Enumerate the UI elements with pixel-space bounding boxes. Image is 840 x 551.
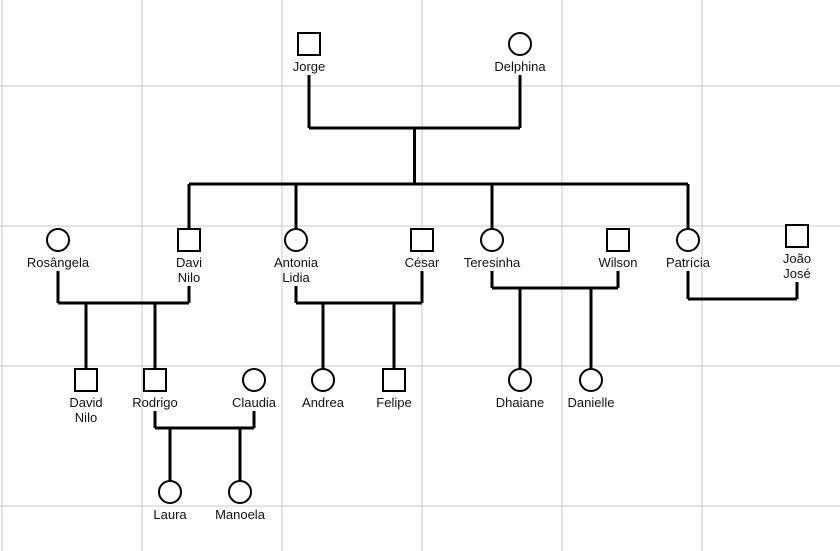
male-square-icon	[410, 228, 434, 252]
person-name-label: Rosângela	[27, 255, 90, 270]
person-claudia: Claudia	[232, 368, 277, 410]
male-square-icon	[297, 32, 321, 56]
person-jorge: Jorge	[293, 32, 326, 74]
person-name-label: Wilson	[598, 255, 637, 270]
male-square-icon	[785, 224, 809, 248]
person-name-label: Antonia	[274, 255, 319, 270]
female-circle-icon	[311, 368, 335, 392]
person-name-label: Felipe	[376, 395, 411, 410]
female-circle-icon	[46, 228, 70, 252]
female-circle-icon	[579, 368, 603, 392]
person-patricia: Patrícia	[666, 228, 711, 270]
person-name-label: David	[69, 395, 102, 410]
person-name-label: César	[405, 255, 440, 270]
person-name-label: Andrea	[302, 395, 345, 410]
male-square-icon	[606, 228, 630, 252]
person-name-label: Davi	[176, 255, 202, 270]
person-name-label: José	[783, 266, 810, 281]
female-circle-icon	[228, 480, 252, 504]
person-name-label: Lidia	[282, 270, 310, 285]
female-circle-icon	[676, 228, 700, 252]
person-name-label: João	[783, 251, 811, 266]
person-name-label: Manoela	[215, 507, 266, 522]
female-circle-icon	[284, 228, 308, 252]
person-name-label: Nilo	[75, 410, 97, 425]
person-name-label: Delphina	[494, 59, 546, 74]
person-name-label: Nilo	[178, 270, 200, 285]
person-rodrigo: Rodrigo	[132, 368, 178, 410]
person-dhaiane: Dhaiane	[496, 368, 544, 410]
person-delphina: Delphina	[494, 32, 546, 74]
person-name-label: Claudia	[232, 395, 277, 410]
male-square-icon	[74, 368, 98, 392]
person-name-label: Jorge	[293, 59, 326, 74]
person-felipe: Felipe	[376, 368, 412, 410]
person-cesar: César	[405, 228, 440, 270]
family-connectors	[56, 75, 799, 481]
person-name-label: Dhaiane	[496, 395, 544, 410]
person-rosangela: Rosângela	[27, 228, 90, 270]
female-circle-icon	[508, 368, 532, 392]
person-name-label: Laura	[153, 507, 187, 522]
female-circle-icon	[508, 32, 532, 56]
male-square-icon	[177, 228, 201, 252]
person-danielle: Danielle	[568, 368, 615, 410]
male-square-icon	[143, 368, 167, 392]
person-wilson: Wilson	[598, 228, 638, 270]
person-teresinha: Teresinha	[464, 228, 521, 270]
person-name-label: Rodrigo	[132, 395, 178, 410]
person-manoela: Manoela	[215, 480, 266, 522]
person-laura: Laura	[153, 480, 187, 522]
person-andrea: Andrea	[302, 368, 345, 410]
female-circle-icon	[242, 368, 266, 392]
person-name-label: Patrícia	[666, 255, 711, 270]
person-name-label: Teresinha	[464, 255, 521, 270]
female-circle-icon	[158, 480, 182, 504]
male-square-icon	[382, 368, 406, 392]
person-name-label: Danielle	[568, 395, 615, 410]
female-circle-icon	[480, 228, 504, 252]
